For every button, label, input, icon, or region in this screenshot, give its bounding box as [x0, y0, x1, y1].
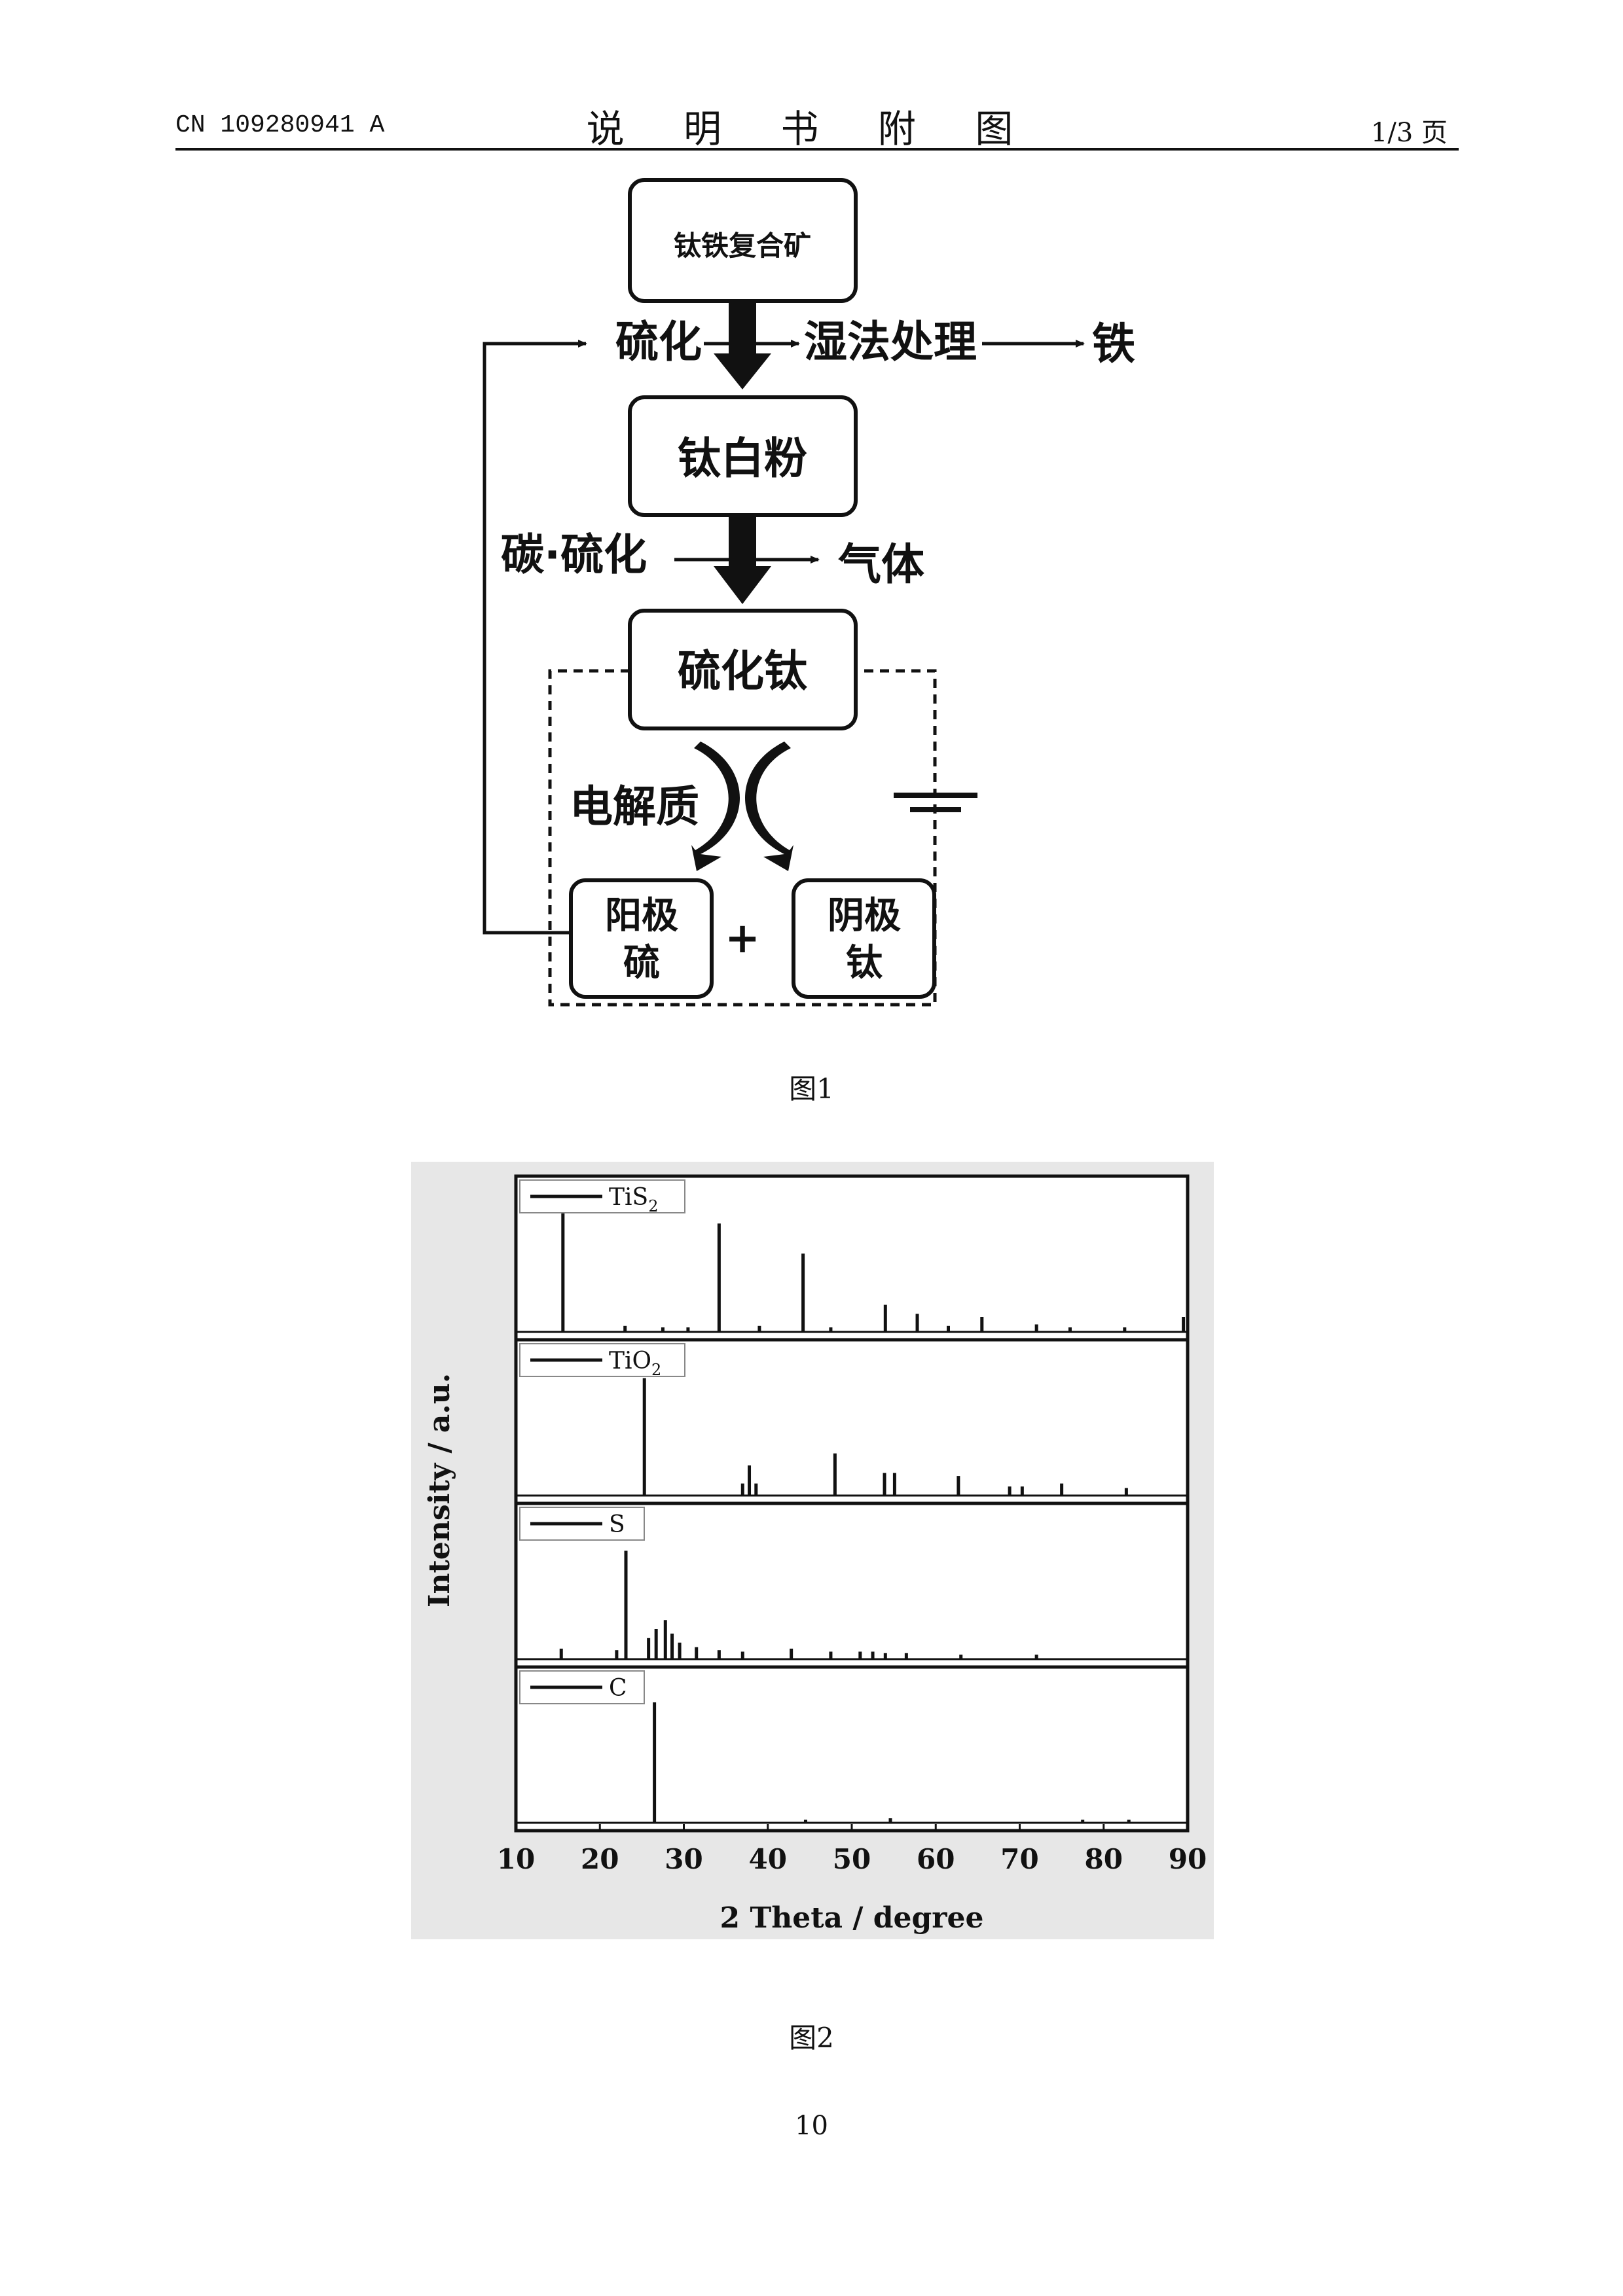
- electrolytic-cell-dashed: [548, 669, 937, 1007]
- legend-label: C: [609, 1675, 627, 1702]
- label-iron: 铁: [1092, 319, 1135, 369]
- x-axis-label: 2 Theta / degree: [720, 1901, 984, 1935]
- label-sulfurize: 硫化: [615, 317, 702, 367]
- box-anode-line2: 硫: [623, 942, 660, 984]
- thick-arrow-1: [714, 303, 771, 389]
- figure-1-flow-diagram: 钛铁复合矿 硫化 湿法处理 铁 钛白粉 碳·硫化 气体 硫化钛 电解质 阳极: [458, 167, 1192, 1018]
- legend-subscript: 2: [651, 1361, 661, 1379]
- x-tick-label: 10: [497, 1843, 535, 1875]
- box-titanium-sulfide-label: 硫化钛: [678, 646, 808, 696]
- x-tick-label: 70: [1000, 1843, 1038, 1875]
- legend-box: TiS2: [519, 1179, 685, 1215]
- legend-subscript: 2: [648, 1197, 658, 1215]
- x-tick-label: 90: [1169, 1843, 1207, 1875]
- box-cathode: [792, 878, 936, 999]
- curved-arrow-left: [691, 742, 740, 871]
- page-title: 说 明 书 附 图: [586, 107, 1037, 151]
- x-tick-label: 20: [581, 1843, 619, 1875]
- x-tick-label: 50: [833, 1843, 871, 1875]
- box-cathode-line1: 阴极: [828, 895, 901, 937]
- label-plus: +: [725, 914, 760, 963]
- label-electrolyte: 电解质: [570, 781, 699, 832]
- x-tick-label: 30: [665, 1843, 702, 1875]
- box-titanium-white-label: 钛白粉: [678, 433, 807, 484]
- x-tick-label: 40: [749, 1843, 787, 1875]
- box-anode: [569, 878, 714, 999]
- curved-arrow-right: [745, 742, 793, 871]
- box-titanium-iron-ore: [628, 178, 858, 303]
- x-tick-label: 60: [917, 1843, 955, 1875]
- header-rule: [175, 148, 1459, 151]
- page-indicator: 1/3 页: [1370, 118, 1448, 148]
- patent-number: CN 109280941 A: [175, 111, 385, 139]
- recycle-loop-line: [483, 340, 587, 935]
- legend-box: C: [519, 1670, 645, 1704]
- box-anode-line1: 阳极: [605, 895, 678, 937]
- legend-box: TiO2: [519, 1343, 685, 1379]
- xrd-panel: C: [514, 1665, 1190, 1833]
- label-wet-process: 湿法处理: [804, 317, 977, 367]
- figure-1-caption: 图1: [789, 1073, 834, 1105]
- legend-box: S: [519, 1507, 645, 1541]
- y-axis-label: Intensity / a.u.: [423, 1373, 456, 1607]
- x-tick-label: 80: [1085, 1843, 1123, 1875]
- xrd-panel: S: [514, 1501, 1190, 1669]
- box-cathode-line2: 钛: [846, 942, 883, 984]
- box-titanium-white: [628, 395, 858, 517]
- box-titanium-iron-ore-label: 钛铁复合矿: [674, 230, 811, 262]
- label-gas: 气体: [838, 539, 924, 590]
- page-number: 10: [795, 2111, 828, 2141]
- figure-2-caption: 图2: [789, 2022, 834, 2054]
- label-carbon-sulfurize: 碳·硫化: [501, 529, 647, 580]
- legend-label: S: [609, 1511, 625, 1538]
- xrd-panel: TiO2: [514, 1338, 1190, 1505]
